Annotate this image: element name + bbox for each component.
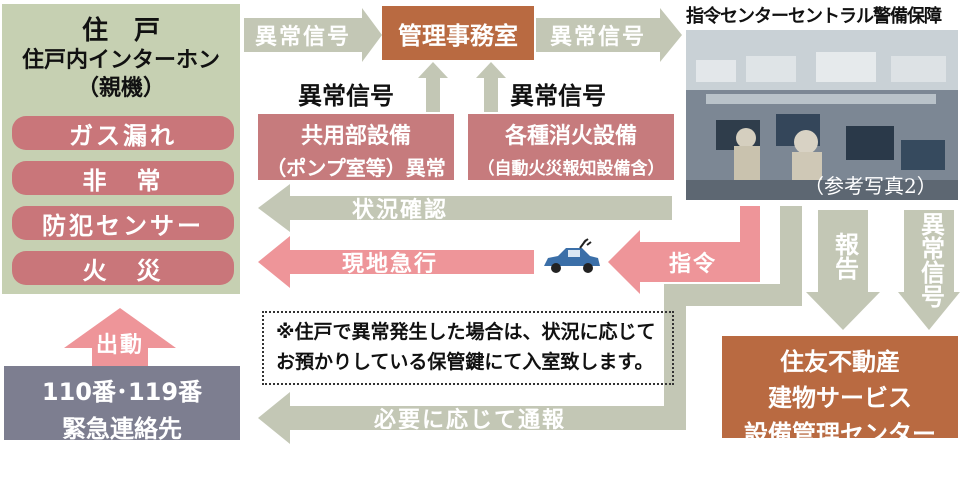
label-rush-to-site: 現地急行 xyxy=(341,252,438,277)
note-line-2: お預かりしている保管鍵にて入室致します。 xyxy=(276,351,654,373)
label-command: 指令 xyxy=(668,252,717,277)
alarm-security-sensor: 防犯センサー xyxy=(12,206,234,240)
residence-subtitle: 住戸内インターホン xyxy=(21,48,220,73)
arrow-office-to-center xyxy=(536,8,682,62)
command-center-photo: （参考写真2） xyxy=(686,30,958,200)
arrow-command xyxy=(608,206,760,294)
sumitomo-facility-center-box: 住友不動産 建物サービス 設備管理センター xyxy=(722,336,958,448)
arrow-report xyxy=(806,210,880,330)
management-office-box: 管理事務室 xyxy=(382,6,534,60)
arrow-abnormal-signal-down xyxy=(898,210,960,330)
residence-subtitle-2: （親機） xyxy=(76,76,165,101)
label-abnormal-signal-vertical: 異常信号 xyxy=(916,212,945,314)
common-equipment-box: 共用部設備 （ポンプ室等）異常 xyxy=(258,114,454,180)
photo-caption: （参考写真2） xyxy=(804,174,937,198)
command-center-title: 指令センターセントラル警備保障 xyxy=(686,6,942,27)
fire-equipment-line1: 各種消火設備 xyxy=(504,124,637,149)
label-report-text: 報告 xyxy=(830,232,859,280)
note-box: ※住戸で異常発生した場合は、状況に応じて お預かりしている保管鍵にて入室致します… xyxy=(262,311,674,385)
arrow-rush-to-site xyxy=(258,236,534,288)
fire-equipment-line2: （自動火災報知設備含） xyxy=(477,159,665,179)
note-line-1: ※住戸で異常発生した場合は、状況に応じて xyxy=(276,321,656,343)
label-dispatch: 出動 xyxy=(95,333,144,358)
emergency-line-2: 緊急連絡先 xyxy=(62,415,182,443)
sumitomo-line-1: 住友不動産 xyxy=(780,348,900,376)
residence-panel: 住 戸 住戸内インターホン （親機） ガス漏れ 非 常 防犯センサー 火 災 xyxy=(2,4,240,294)
label-signal-left: 異常信号 xyxy=(254,25,351,50)
arrow-residence-to-office xyxy=(244,8,382,62)
sumitomo-line-3: 設備管理センター xyxy=(744,420,936,448)
label-report: 報告 xyxy=(830,232,859,286)
label-abnormal-signal-vertical-text: 異常信号 xyxy=(916,212,945,308)
label-signal-right: 異常信号 xyxy=(549,25,646,50)
residence-title: 住 戸 xyxy=(81,16,160,46)
arrow-dispatch xyxy=(64,308,176,366)
alarm-gas-leak: ガス漏れ xyxy=(12,116,234,150)
emergency-line-1: 110番･119番 xyxy=(41,378,203,406)
label-status-check: 状況確認 xyxy=(351,198,448,223)
alarm-emergency: 非 常 xyxy=(12,161,234,195)
sumitomo-line-2: 建物サービス xyxy=(768,384,912,412)
fire-equipment-box: 各種消火設備 （自動火災報知設備含） xyxy=(468,114,674,180)
patrol-car-icon xyxy=(544,238,600,273)
arrow-fire-to-office xyxy=(476,62,506,112)
control-room-illustration xyxy=(686,30,958,200)
label-signal-fire: 異常信号 xyxy=(510,82,606,110)
emergency-contact-box: 110番･119番 緊急連絡先 xyxy=(4,366,240,443)
label-report-as-needed: 必要に応じて通報 xyxy=(373,408,566,433)
arrow-status-check xyxy=(258,184,672,232)
common-equipment-line2: （ポンプ室等）異常 xyxy=(266,156,446,180)
arrow-common-to-office xyxy=(418,62,448,112)
alarm-fire: 火 災 xyxy=(12,251,234,285)
common-equipment-line1: 共用部設備 xyxy=(300,124,411,149)
label-signal-common: 異常信号 xyxy=(298,82,394,110)
